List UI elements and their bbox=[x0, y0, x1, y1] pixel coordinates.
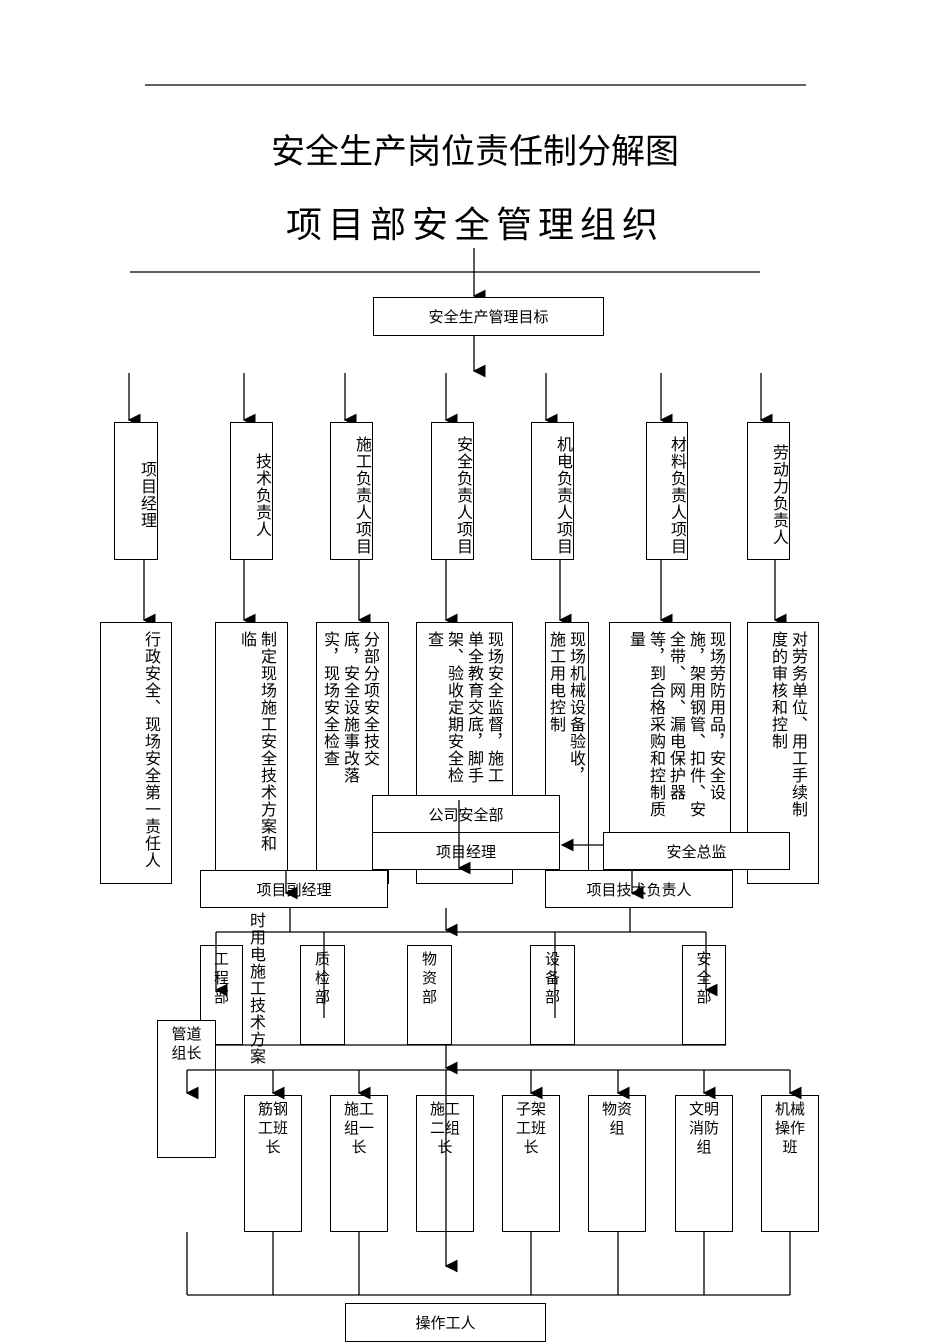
department-box-label: 物资部 bbox=[421, 950, 437, 1006]
project-manager-box: 项目经理 bbox=[372, 832, 560, 870]
team-box: 物资组 bbox=[588, 1095, 646, 1232]
safety-director-box: 安全总监 bbox=[603, 832, 790, 870]
role-box: 材料负责人项目 bbox=[646, 422, 688, 560]
team-box: 文明消防组 bbox=[675, 1095, 733, 1232]
role-box-label: 劳动力负责人 bbox=[770, 444, 789, 546]
duty-box-label: 对劳务单位、用工手续制度的审核和控制 bbox=[769, 631, 808, 818]
team-box: 子架工班长 bbox=[502, 1095, 560, 1232]
department-box-label: 工程部 bbox=[213, 950, 229, 1006]
role-box-label: 项目经理 bbox=[138, 461, 157, 529]
role-box-label: 安全负责人项目 bbox=[454, 435, 473, 555]
duty-box: 现场安全监督，施工单全教育交底，脚手架、验收定期安全检查 bbox=[416, 622, 513, 884]
duty-box-label: 行政安全、现场安全第一责任人 bbox=[142, 631, 161, 869]
team-box-label: 施工二组长 bbox=[429, 1100, 460, 1156]
role-box-label: 技术负责人 bbox=[253, 452, 272, 538]
duty-box-label: 现场劳防用品，安全设施，架用钢管、扣件、安全带、网、漏电保护器等，到合格采购和控… bbox=[627, 631, 726, 818]
department-box-label: 安全部 bbox=[696, 950, 712, 1006]
role-box: 劳动力负责人 bbox=[747, 422, 790, 560]
tech-lead-box: 项目技术负责人 bbox=[545, 870, 733, 908]
org-title: 项目部安全管理组织 bbox=[285, 205, 664, 246]
department-box: 设备部 bbox=[530, 945, 575, 1045]
role-box-label: 材料负责人项目 bbox=[668, 435, 687, 555]
department-box-label: 质检部 bbox=[314, 950, 330, 1006]
team-box-label: 筋钢工班长 bbox=[257, 1100, 288, 1156]
team-box: 机械操作班 bbox=[761, 1095, 819, 1232]
role-box: 技术负责人 bbox=[230, 422, 273, 560]
overflow-text: 时用电施工技术方案 bbox=[247, 912, 266, 1065]
company-safety-box: 公司安全部 bbox=[372, 795, 560, 833]
team-box: 施工组一长 bbox=[330, 1095, 388, 1232]
duty-box-label: 分部分项安全技交底，安全设施事改落实，现场安全检查 bbox=[321, 631, 380, 784]
team-box-label: 文明消防组 bbox=[688, 1100, 719, 1156]
duty-box-label: 现场机械设备验收，施工用电控制 bbox=[547, 631, 586, 784]
team-box-label: 施工组一长 bbox=[343, 1100, 374, 1156]
duty-box-label: 现场安全监督，施工单全教育交底，脚手架、验收定期安全检查 bbox=[425, 631, 504, 784]
role-box-label: 机电负责人项目 bbox=[554, 435, 573, 555]
team-box-label: 物资组 bbox=[601, 1100, 632, 1137]
team-box: 筋钢工班长 bbox=[244, 1095, 302, 1232]
goal-box: 安全生产管理目标 bbox=[373, 297, 604, 336]
team-box-label: 机械操作班 bbox=[774, 1100, 805, 1156]
department-box: 质检部 bbox=[300, 945, 345, 1045]
role-box: 项目经理 bbox=[114, 422, 158, 560]
team-box: 施工二组长 bbox=[416, 1095, 474, 1232]
role-box-label: 施工负责人项目 bbox=[353, 435, 372, 555]
duty-box: 现场劳防用品，安全设施，架用钢管、扣件、安全带、网、漏电保护器等，到合格采购和控… bbox=[609, 622, 731, 842]
duty-box-label: 制定现场施工安全技术方案和临 bbox=[238, 631, 277, 852]
department-box: 物资部 bbox=[407, 945, 452, 1045]
role-box: 机电负责人项目 bbox=[531, 422, 574, 560]
role-box: 施工负责人项目 bbox=[330, 422, 373, 560]
role-box: 安全负责人项目 bbox=[431, 422, 474, 560]
team-box-label: 子架工班长 bbox=[515, 1100, 546, 1156]
workers-box: 操作工人 bbox=[345, 1303, 546, 1342]
department-box-label: 设备部 bbox=[544, 950, 560, 1006]
deputy-manager-box: 项目副经理 bbox=[200, 870, 388, 908]
duty-box: 行政安全、现场安全第一责任人 bbox=[100, 622, 172, 884]
department-box: 安全部 bbox=[682, 945, 726, 1045]
page-title: 安全生产岗位责任制分解图 bbox=[271, 132, 679, 172]
pipe-leader-box: 管道组长 bbox=[157, 1020, 216, 1158]
duty-box: 制定现场施工安全技术方案和临 bbox=[215, 622, 288, 884]
pipe-leader-label: 管道组长 bbox=[171, 1025, 202, 1062]
